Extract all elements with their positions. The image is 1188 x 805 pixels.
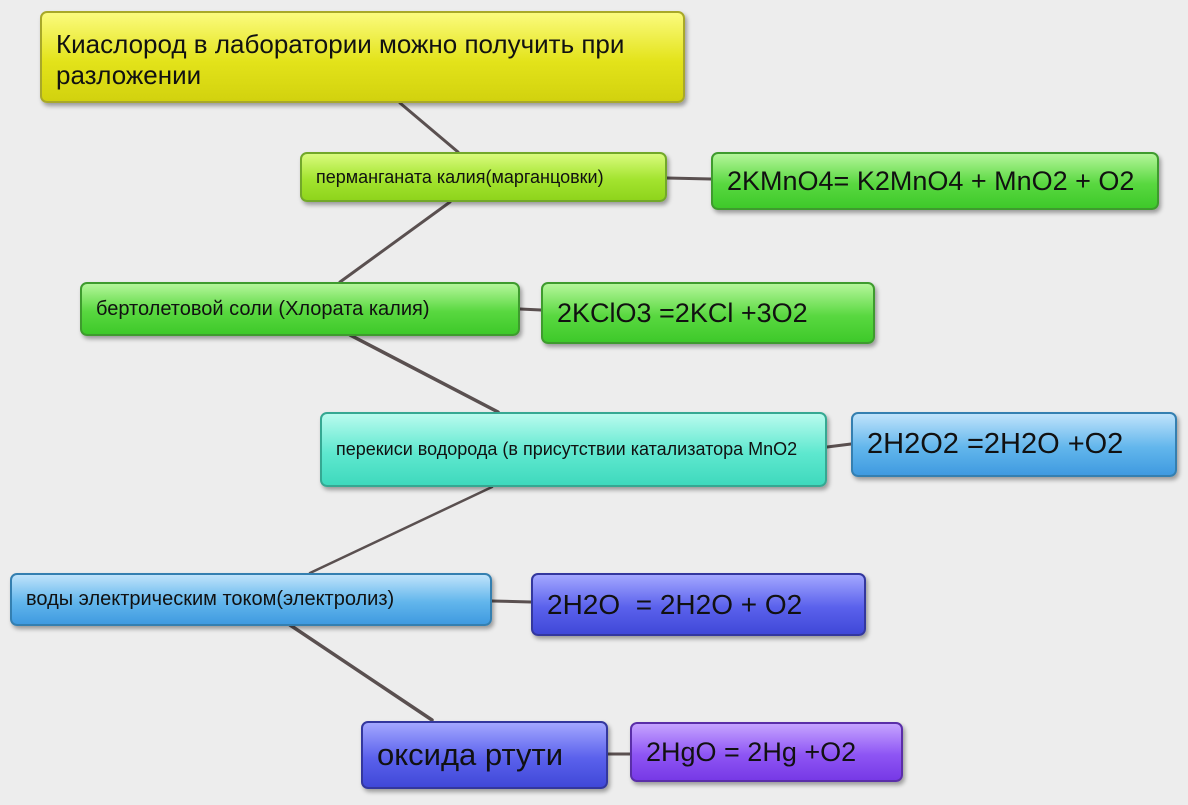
root-node: Киаслород в лаборатории можно получить п… [40,11,685,103]
method-kclo3: бертолетовой соли (Хлората калия) [80,282,520,336]
reaction-kclo3: 2KClO3 =2KCl +3O2 [541,282,875,344]
reaction-kmno4: 2KMnO4= K2MnO4 + MnO2 + O2 [711,152,1159,210]
link-h2o2-h2o [308,485,494,575]
link-kmno4-reaction [665,176,713,181]
reaction-h2o: 2H2O = 2H2O + O2 [531,573,866,636]
method-h2o2-label: перекиси водорода (в присутствии катализ… [336,439,798,459]
method-kmno4-label: перманганата калия(марганцовки) [316,166,604,187]
reaction-kmno4-label: 2KMnO4= K2MnO4 + MnO2 + O2 [727,165,1135,196]
method-h2o: воды электрическим током(электролиз) [10,573,492,626]
link-root-kmno4 [398,101,460,154]
link-h2o2-reaction [825,442,853,449]
reaction-hgo-label: 2HgO = 2Hg +O2 [646,736,857,767]
reaction-kclo3-label: 2KClO3 =2KCl +3O2 [557,297,808,328]
link-h2o-reaction [490,599,533,604]
reaction-h2o-label: 2H2O = 2H2O + O2 [547,588,803,620]
reaction-h2o2-label: 2H2O2 =2H2O +O2 [867,428,1124,460]
method-h2o2: перекиси водорода (в присутствии катализ… [320,412,827,487]
method-hgo-label: оксида ртути [377,737,564,772]
reaction-hgo: 2HgO = 2Hg +O2 [630,722,903,782]
root-label: Киаслород в лаборатории можно получить п… [56,29,625,90]
link-h2o-hgo [288,623,434,722]
link-kclo3-h2o2 [348,333,500,414]
reaction-h2o2: 2H2O2 =2H2O +O2 [851,412,1177,477]
method-h2o-label: воды электрическим током(электролиз) [26,588,395,610]
method-kclo3-label: бертолетовой соли (Хлората калия) [96,297,430,320]
link-kmno4-kclo3 [338,200,452,284]
method-hgo: оксида ртути [361,721,608,789]
method-kmno4: перманганата калия(марганцовки) [300,152,667,202]
link-kclo3-reaction [518,307,543,312]
